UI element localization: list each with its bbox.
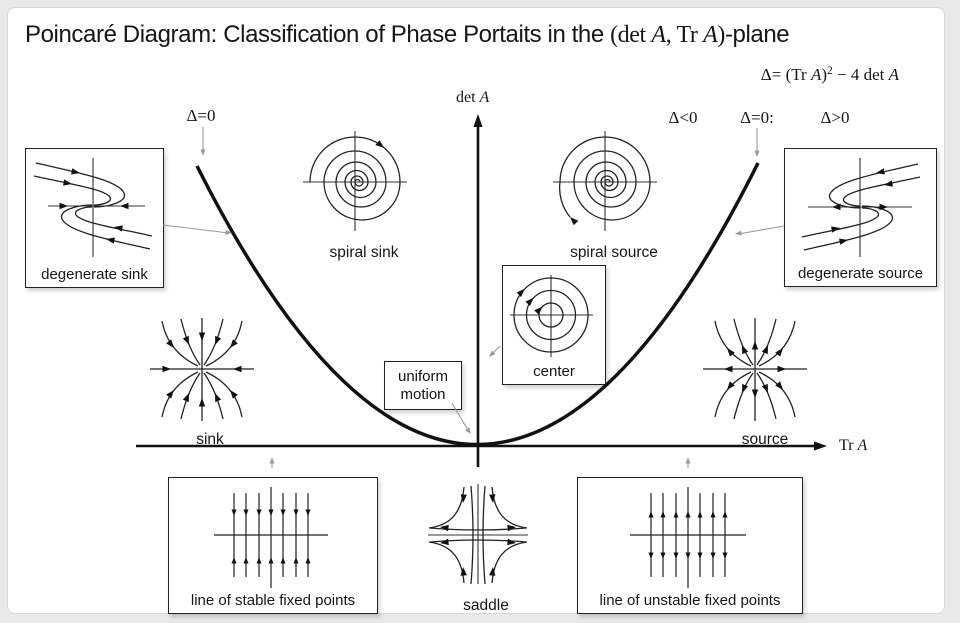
formula-var-a1: A xyxy=(810,65,822,84)
degenerate-sink-label: degenerate sink xyxy=(41,266,148,283)
title-math-close: ) xyxy=(717,22,725,48)
label-delta-gt-zero: Δ>0 xyxy=(820,108,850,127)
degenerate-source-box: degenerate source xyxy=(784,148,937,287)
sink-label: sink xyxy=(196,431,224,448)
unstable-fixed-points-label: line of unstable fixed points xyxy=(599,592,781,609)
label-delta-lt-zero: Δ<0 xyxy=(668,108,698,127)
source-label: source xyxy=(741,431,789,448)
title-var-a1: A xyxy=(651,22,666,48)
formula-close: ) xyxy=(821,65,827,84)
formula-rhs: − 4 det xyxy=(832,65,889,84)
label-delta-eq-zero-top: Δ=0: xyxy=(740,108,774,127)
title-var-a2: A xyxy=(703,22,718,48)
label-delta-eq-zero-left: Δ=0 xyxy=(186,106,216,125)
stable-fixed-points-box: line of stable fixed points xyxy=(168,477,378,614)
uniform-motion-box: uniform motion xyxy=(384,361,462,410)
spiral-sink-label: spiral sink xyxy=(329,244,399,261)
formula-lhs: Δ= (Tr xyxy=(760,65,811,84)
spiral-source-label: spiral source xyxy=(570,244,658,261)
stable-fixed-points-label: line of stable fixed points xyxy=(190,592,356,609)
det-axis-label: det A xyxy=(456,89,489,107)
center-label: center xyxy=(533,363,575,380)
degenerate-sink-box: degenerate sink xyxy=(25,148,164,288)
formula-var-a2: A xyxy=(888,65,899,84)
formula-exponent: 2 xyxy=(827,65,833,77)
title-math-open: (det xyxy=(610,22,652,48)
unstable-fixed-points-box: line of unstable fixed points xyxy=(577,477,803,614)
tr-axis-label: Tr A xyxy=(839,437,867,455)
saddle-label: saddle xyxy=(463,597,509,614)
discriminant-formula: Δ= (Tr A)2 − 4 det A xyxy=(761,65,899,85)
title-math-mid: , Tr xyxy=(665,22,704,48)
center-box: center xyxy=(502,265,606,385)
tr-axis-fn: Tr xyxy=(839,437,858,454)
tr-axis-var: A xyxy=(857,437,868,454)
det-axis-fn: det xyxy=(456,89,480,106)
title-lead: Poincaré Diagram: Classification of Phas… xyxy=(25,21,611,48)
slide: Poincaré Diagram: Classification of Phas… xyxy=(7,7,945,614)
degenerate-source-label: degenerate source xyxy=(797,265,924,282)
title-tail: -plane xyxy=(724,21,790,48)
page-title: Poincaré Diagram: Classification of Phas… xyxy=(25,21,790,49)
uniform-motion-label-line2: motion xyxy=(400,385,446,403)
uniform-motion-label-line1: uniform xyxy=(397,367,449,385)
det-axis-var: A xyxy=(479,89,490,106)
